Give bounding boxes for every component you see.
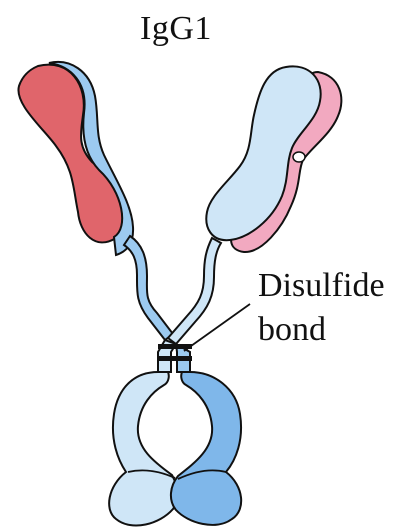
hinge-region <box>158 340 192 372</box>
right-hinge-strand <box>168 238 221 344</box>
disulfide-bond-bottom <box>158 356 192 361</box>
disulfide-label-line1: Disulfide <box>258 269 385 303</box>
left-hinge-strand <box>124 236 173 340</box>
fc-region <box>109 372 241 526</box>
disulfide-label-line2: bond <box>258 313 326 347</box>
right-arm-gap <box>293 152 305 162</box>
left-light-chain-red <box>18 65 124 243</box>
fc-inner-space <box>149 390 206 470</box>
left-arm <box>18 62 173 340</box>
